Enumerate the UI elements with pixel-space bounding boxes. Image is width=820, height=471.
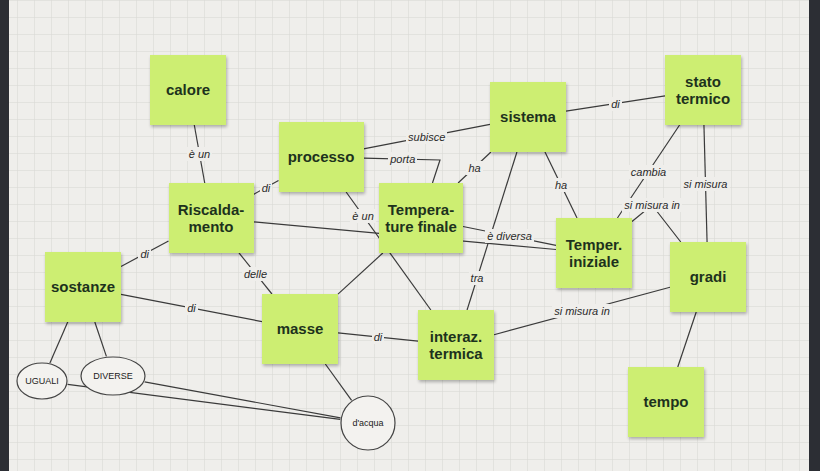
oval-bubble: DIVERSE [80, 356, 146, 396]
sticky-note: calore [150, 55, 226, 125]
link-phrase: si misura [681, 177, 729, 191]
link-phrase: cambia [629, 165, 668, 179]
link-phrase: si misura in [552, 304, 612, 318]
sticky-note: sostanze [45, 252, 121, 322]
connector-line [364, 124, 491, 148]
connector-line [145, 382, 341, 418]
node-text: UGUALI [20, 376, 64, 386]
connector-line [121, 241, 169, 267]
photo-edge [809, 0, 820, 471]
oval-bubble: d'acqua [340, 395, 396, 451]
node-text: calore [156, 81, 220, 98]
link-phrase: ha [466, 161, 482, 175]
connector-line [494, 287, 670, 334]
link-phrase: subisce [406, 130, 447, 144]
link-phrase: di [609, 97, 622, 111]
sticky-note: Tempera- ture finale [379, 183, 463, 253]
link-phrase: di [260, 181, 273, 195]
link-phrase: è un [350, 209, 375, 223]
link-phrase: di [138, 247, 151, 261]
node-text: stato termico [671, 73, 735, 108]
photo-edge [0, 0, 9, 471]
node-text: interaz. termica [424, 328, 488, 363]
connector-line [678, 312, 696, 367]
link-phrase: di [185, 301, 198, 315]
node-text: tempo [634, 393, 698, 410]
connector-line [50, 322, 68, 363]
sticky-note: Temper. iniziale [556, 218, 632, 288]
link-phrase: si misura in [622, 198, 682, 212]
link-phrase: tra [469, 271, 486, 285]
connector-line [325, 364, 351, 400]
node-text: masse [268, 320, 332, 337]
node-text: Tempera- ture finale [385, 201, 457, 236]
connector-line [458, 152, 491, 183]
sticky-note: interaz. termica [418, 310, 494, 380]
node-text: sistema [496, 108, 560, 125]
sticky-note: processo [279, 122, 364, 192]
link-phrase: delle [242, 267, 269, 281]
sticky-note: gradi [670, 242, 746, 312]
sticky-note: masse [262, 294, 338, 364]
oval-shape [341, 396, 395, 450]
sticky-note: tempo [628, 367, 704, 437]
sticky-note: stato termico [665, 55, 741, 125]
node-text: d'acqua [344, 418, 392, 428]
link-phrase: è diversa [485, 229, 534, 243]
oval-shape [81, 357, 145, 395]
sticky-note: sistema [490, 82, 566, 152]
link-phrase: di [372, 330, 385, 344]
connector-line [338, 253, 383, 294]
oval-bubble: UGUALI [16, 362, 68, 400]
node-text: Temper. iniziale [562, 236, 626, 271]
node-text: processo [285, 148, 358, 165]
link-phrase: ha [553, 178, 569, 192]
link-phrase: è un [187, 147, 212, 161]
node-text: sostanze [51, 278, 115, 295]
node-text: DIVERSE [84, 371, 142, 381]
node-text: gradi [676, 268, 740, 285]
sticky-note: Riscalda- mento [169, 183, 254, 253]
connector-line [121, 294, 262, 321]
oval-shape [17, 363, 67, 399]
link-phrase: porta [388, 152, 417, 166]
connector-line [95, 322, 107, 356]
connector-line [545, 152, 577, 218]
node-text: Riscalda- mento [175, 201, 248, 236]
connector-line [254, 181, 279, 195]
connector-line [239, 253, 272, 294]
connector-line [566, 96, 665, 111]
